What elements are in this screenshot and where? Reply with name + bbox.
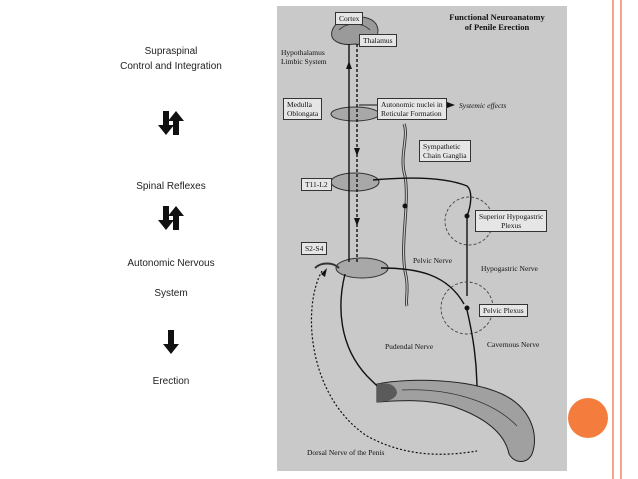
- cavernous-nerve-label: Cavernous Nerve: [487, 340, 540, 349]
- figure-title-line2: of Penile Erection: [464, 22, 530, 32]
- superior-hypogastric-line1: Superior Hypogastric: [479, 212, 544, 221]
- autonomic-nuclei-line2: Reticular Formation: [381, 109, 442, 118]
- erection-label: Erection: [152, 376, 190, 387]
- supraspinal-line2: Control and Integration: [120, 61, 222, 72]
- border-line-inner: [612, 0, 614, 479]
- dorsal-nerve-label: Dorsal Nerve of the Penis: [307, 448, 385, 457]
- figure-title: Functional Neuroanatomy of Penile Erecti…: [427, 12, 567, 32]
- pudendal-nerve-label: Pudendal Nerve: [385, 342, 434, 351]
- levels-column: Supraspinal Control and Integration Spin…: [96, 0, 246, 479]
- neuroanatomy-figure: Functional Neuroanatomy of Penile Erecti…: [277, 6, 567, 471]
- hypothalamus-line2: Limbic System: [281, 57, 327, 66]
- systemic-effects-label: Systemic effects: [459, 101, 507, 110]
- hypothalamus-line1: Hypothalamus: [281, 48, 325, 57]
- medulla-line1: Medulla: [287, 100, 312, 109]
- hypothalamus-label: Hypothalamus Limbic System: [281, 48, 327, 66]
- t11-l2-label: T11-L2: [301, 178, 332, 191]
- autonomic-line2: System: [154, 288, 188, 299]
- border-line-outer: [620, 0, 622, 479]
- cortex-label: Cortex: [335, 12, 364, 25]
- thalamus-label: Thalamus: [359, 34, 397, 47]
- hypogastric-nerve-label: Hypogastric Nerve: [481, 264, 538, 273]
- pelvic-nerve-label: Pelvic Nerve: [413, 256, 452, 265]
- supraspinal-line1: Supraspinal: [144, 46, 198, 57]
- autonomic-nuclei-label: Autonomic nuclei in Reticular Formation: [377, 98, 447, 120]
- medulla-line2: Oblongata: [287, 109, 319, 118]
- superior-hypogastric-label: Superior Hypogastric Plexus: [475, 210, 548, 232]
- figure-title-line1: Functional Neuroanatomy: [449, 12, 545, 22]
- superior-hypogastric-line2: Plexus: [501, 221, 522, 230]
- accent-circle: [568, 398, 608, 438]
- s2-s4-label: S2-S4: [301, 242, 328, 255]
- bidirectional-arrow-icon: [146, 205, 196, 231]
- neuroanatomy-diagram: [310, 16, 535, 462]
- bidirectional-arrow-icon: [146, 110, 196, 136]
- sympathetic-line1: Sympathetic: [423, 142, 461, 151]
- down-arrow-icon: [146, 329, 196, 355]
- spinal-reflexes-label: Spinal Reflexes: [136, 181, 206, 192]
- autonomic-nuclei-line1: Autonomic nuclei in: [381, 100, 443, 109]
- sympathetic-chain-label: Sympathetic Chain Ganglia: [419, 140, 471, 162]
- pelvic-plexus-label: Pelvic Plexus: [479, 304, 528, 317]
- sympathetic-line2: Chain Ganglia: [423, 151, 467, 160]
- supraspinal-label: Supraspinal Control and Integration: [91, 44, 251, 74]
- autonomic-line1: Autonomic Nervous: [127, 258, 215, 269]
- right-border-decoration: [608, 0, 638, 479]
- medulla-label: Medulla Oblongata: [283, 98, 323, 120]
